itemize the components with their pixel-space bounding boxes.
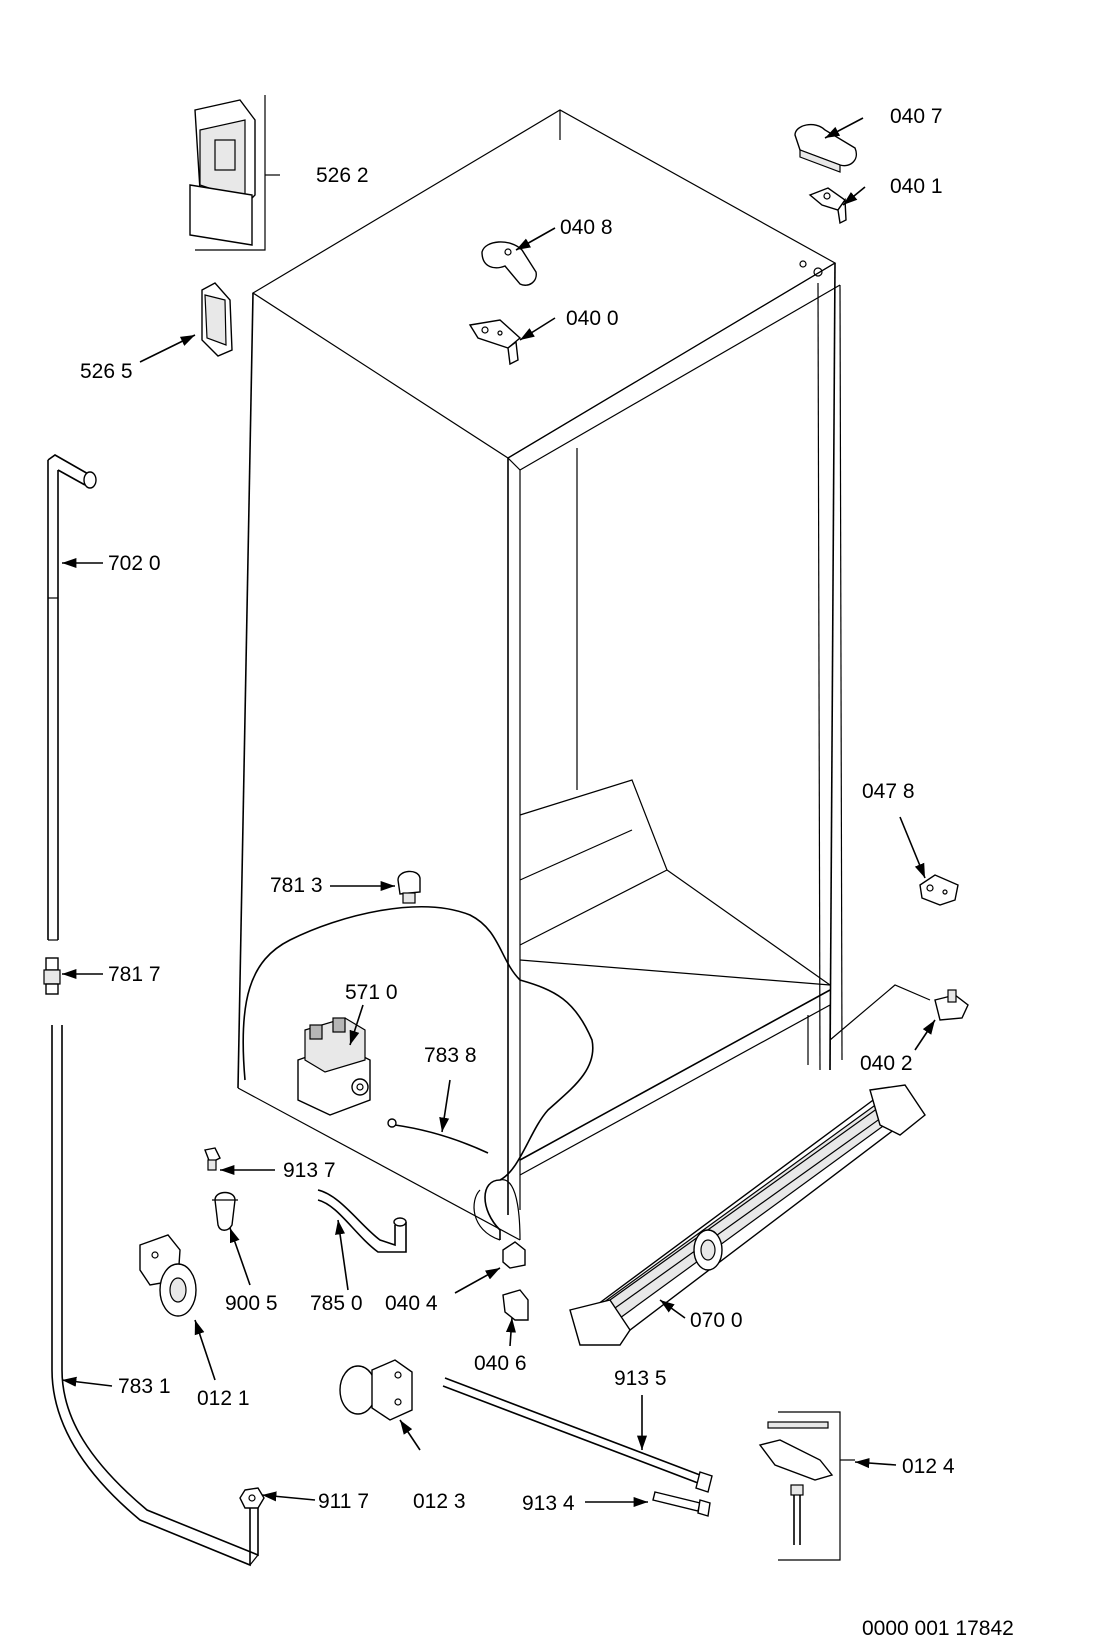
- label-7850: 785 0: [310, 1292, 363, 1315]
- cabinet-body: [237, 109, 843, 1241]
- leader-lines: [61, 117, 936, 1508]
- label-9005: 900 5: [225, 1292, 278, 1315]
- label-0408: 040 8: [560, 216, 613, 239]
- label-7838: 783 8: [424, 1044, 477, 1067]
- label-9117: 911 7: [318, 1490, 369, 1513]
- part-0121-hinge: [139, 1234, 197, 1317]
- part-9005-clip: [212, 1191, 238, 1231]
- part-0407-drawing: [794, 123, 857, 173]
- part-9117-nut: [239, 1487, 265, 1509]
- label-9137: 913 7: [283, 1159, 336, 1182]
- label-0407: 040 7: [890, 105, 943, 128]
- part-7838-wire: [387, 1118, 489, 1154]
- label-5262: 526 2: [316, 164, 369, 187]
- part-0408-drawing: [481, 241, 537, 286]
- label-9134: 913 4: [522, 1492, 575, 1515]
- label-0400: 040 0: [566, 307, 619, 330]
- label-5710: 571 0: [345, 981, 398, 1004]
- label-7831: 783 1: [118, 1375, 171, 1398]
- label-7817: 781 7: [108, 963, 161, 986]
- part-0401-drawing: [808, 187, 847, 225]
- part-0400-drawing: [468, 319, 522, 366]
- part-9134-bolt: [652, 1491, 711, 1517]
- part-5710-valve: [297, 1017, 371, 1116]
- part-5262-drawing: [189, 95, 280, 251]
- label-5265: 526 5: [80, 360, 133, 383]
- part-0406-drawing: [502, 1289, 529, 1321]
- label-0402: 040 2: [860, 1052, 913, 1075]
- part-0123-hinge: [339, 1359, 413, 1421]
- part-0478-drawing: [919, 874, 959, 906]
- part-7020-tube: [47, 454, 97, 941]
- part-5265-drawing: [201, 282, 233, 357]
- part-9137-screw: [204, 1147, 221, 1171]
- label-0121: 012 1: [197, 1387, 250, 1410]
- label-0406: 040 6: [474, 1352, 527, 1375]
- label-9135: 913 5: [614, 1367, 667, 1390]
- part-7817-fitting: [43, 957, 61, 995]
- label-0700: 070 0: [690, 1309, 743, 1332]
- drawing-number: 0000 001 17842: [862, 1617, 1014, 1640]
- label-7813: 781 3: [270, 874, 323, 897]
- label-0401: 040 1: [890, 175, 943, 198]
- label-0123: 012 3: [413, 1490, 466, 1513]
- part-0124-kit: [758, 1411, 855, 1561]
- part-0402-drawing: [829, 984, 969, 1041]
- label-7020: 702 0: [108, 552, 161, 575]
- part-9135-rod: [442, 1377, 713, 1493]
- part-0700-grille: [569, 1084, 926, 1346]
- label-0478: 047 8: [862, 780, 915, 803]
- part-0404-drawing: [502, 1241, 526, 1269]
- part-7813-plug: [397, 870, 421, 904]
- label-0124: 012 4: [902, 1455, 955, 1478]
- label-0404: 040 4: [385, 1292, 438, 1315]
- part-7850-hose: [317, 1189, 407, 1253]
